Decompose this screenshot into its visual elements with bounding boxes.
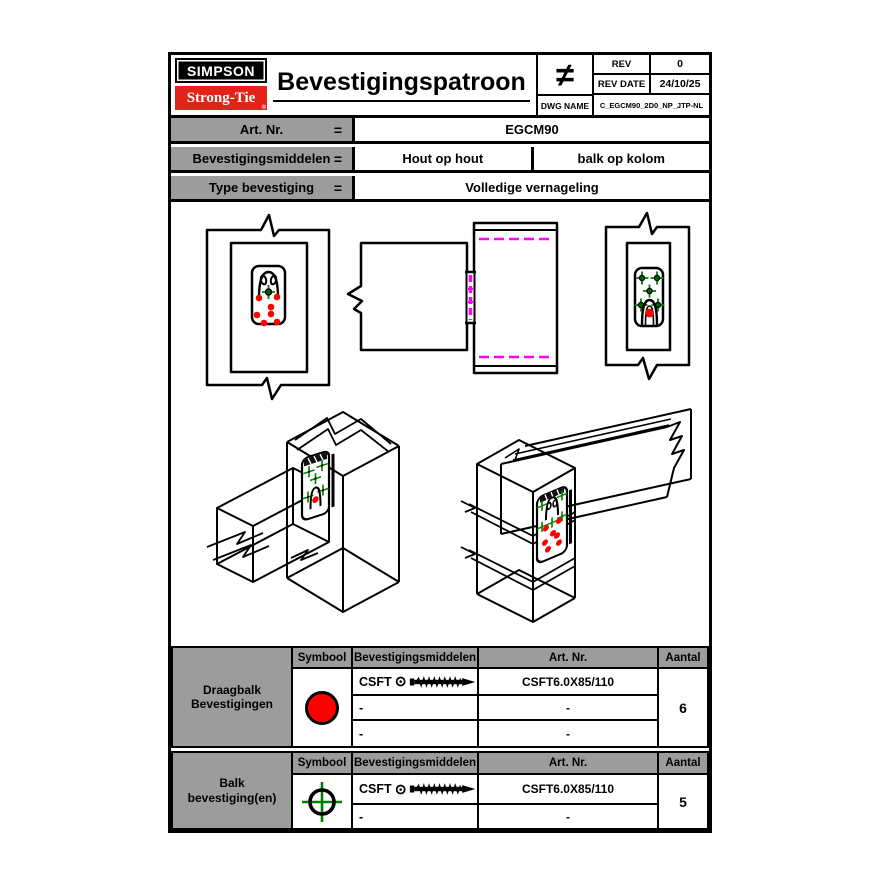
equals-sign: = [333,179,342,196]
drawing-sheet: SIMPSON Strong-Tie ® Bevestigingspatroon… [168,52,712,833]
red-nail-dot [645,308,654,318]
equals-sign: = [333,121,342,138]
dwg-name-value: C_EGCM90_2D0_NP_JTP-NL [599,100,704,110]
green-screw-marks [634,271,665,312]
art-nr-cell: - [479,805,657,828]
art-nr-cell: CSFT6.0X85/110 [479,669,657,694]
table-row-label: Draagbalk Bevestigingen [173,648,291,746]
art-nr-cell: - [479,721,657,746]
connector-plate-3d-left [300,450,335,521]
view-2d-column-left [205,213,331,401]
col-header-art-nr: Art. Nr. [479,753,657,773]
fastener-cell: - [353,696,477,719]
dwg-name-label: DWG NAME [536,96,592,115]
info-row-bevestigingsmiddelen: Bevestigingsmiddelen = Hout op hout balk… [171,147,709,173]
fastener-table-draagbalk: Draagbalk Bevestigingen Symbool Bevestig… [171,646,709,748]
logo-simpson: SIMPSON [175,58,267,83]
col-header-bevestigingsmiddelen: Bevestigingsmiddelen [353,753,477,773]
beam-groove [504,418,672,461]
symbol-cell [293,669,351,746]
col-header-bevestigingsmiddelen: Bevestigingsmiddelen [353,648,477,667]
view-2d-side [346,221,559,375]
type-bevestiging-value: Volledige vernageling [355,176,709,199]
rev-date-row: REV DATE 24/10/25 [594,75,709,95]
red-nail-dots [542,517,562,553]
screw-icon [409,675,476,688]
col-header-aantal: Aantal [659,648,707,667]
rev-row: REV 0 [594,55,709,75]
fastener-table-balk: Balk bevestiging(en) Symbool Bevestiging… [171,751,709,830]
drawing-area [171,202,709,646]
info-row-art-nr: Art. Nr. = EGCM90 [171,118,709,144]
connector-side-profile [465,270,476,325]
logo-strongtie: Strong-Tie ® [175,86,267,111]
crosshair-icon [302,781,342,822]
view-3d-right [460,408,692,623]
aantal-cell: 5 [659,775,707,828]
magenta-centerlines [479,237,553,359]
dwg-name-row: C_EGCM90_2D0_NP_JTP-NL [594,95,709,115]
aantal-cell: 6 [659,669,707,746]
title-block: SIMPSON Strong-Tie ® Bevestigingspatroon… [171,55,709,118]
green-fastener-mark [262,285,275,299]
page-title: Bevestigingspatroon [273,68,530,102]
fastener-cell: - [353,805,477,828]
view-3d-left [206,411,400,613]
screw-icon [409,783,476,795]
connector-plate-3d-right [535,486,572,564]
registered-mark: ® [261,105,266,111]
red-circle-icon [305,690,339,725]
art-nr-cell: - [479,696,657,719]
info-row-type-bevestiging: Type bevestiging = Volledige vernageling [171,176,709,202]
type-bevestiging-label: Type bevestiging = [171,176,355,199]
bevestiging-value-right: balk op kolom [533,147,709,170]
view-2d-column-right [604,211,691,381]
symbol-cell [293,775,351,828]
rev-value: 0 [677,58,683,70]
rev-date-value: 24/10/25 [659,78,701,90]
simpson-strongtie-logo: SIMPSON Strong-Tie ® [175,58,267,112]
beam-end-break [206,531,270,561]
fastener-cell: CSFT [353,775,477,803]
revision-table: REV 0 REV DATE 24/10/25 C_EGCM90_2D0_NP_… [592,55,709,115]
fastener-cell: - [353,721,477,746]
screw-head-icon [395,676,406,687]
col-header-art-nr: Art. Nr. [479,648,657,667]
logo-strongtie-text: Strong-Tie [186,89,256,106]
screw-head-icon [395,784,406,794]
bevestiging-value-left: Hout op hout [355,147,534,170]
beam-end-break [666,421,685,498]
red-nail-dots [253,293,281,327]
rev-label: REV [594,55,651,73]
break-tear [294,417,392,453]
projection-symbol-icon: ≠ [536,55,592,96]
col-header-aantal: Aantal [659,753,707,773]
col-header-symbool: Symbool [293,753,351,773]
technical-views [205,211,692,623]
art-nr-value: EGCM90 [355,118,709,141]
art-nr-label: Art. Nr. = [171,118,355,141]
bevestigingsmiddelen-label: Bevestigingsmiddelen = [171,147,355,170]
col-header-symbool: Symbool [293,648,351,667]
rev-date-label: REV DATE [594,75,651,93]
table-row-label: Balk bevestiging(en) [173,753,291,828]
fastener-cell: CSFT [353,669,477,694]
equals-sign: = [333,150,342,167]
art-nr-cell: CSFT6.0X85/110 [479,775,657,803]
